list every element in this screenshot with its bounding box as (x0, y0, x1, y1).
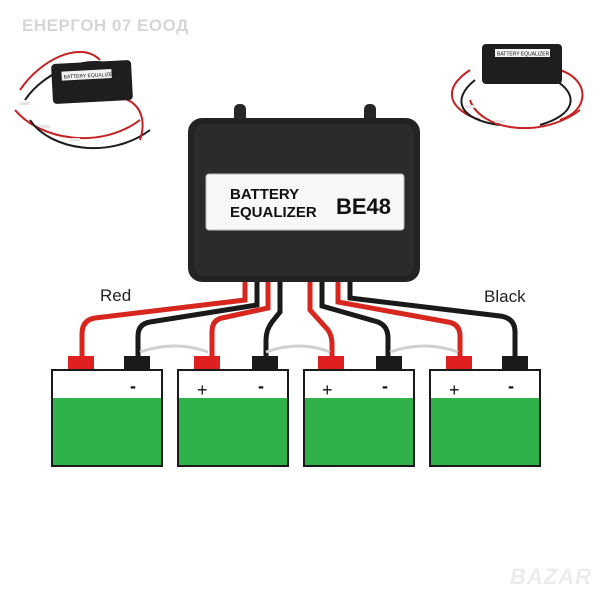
battery-equalizer-device: BATTERY EQUALIZER BE48 (188, 104, 420, 282)
battery-1: - (51, 356, 163, 467)
terminal-negative (124, 356, 150, 370)
negative-sign: - (258, 376, 264, 396)
electrolyte-fill (179, 398, 287, 465)
device-label-plate (205, 173, 405, 231)
product-thumbnail-left: BATTERY EQUALIZER (14, 50, 151, 150)
wire-black-3 (319, 279, 391, 361)
terminal-negative (252, 356, 278, 370)
terminal-positive (194, 356, 220, 370)
wire-red-3 (307, 279, 335, 361)
wire-red-1 (79, 279, 248, 361)
device-model: BE48 (336, 194, 391, 219)
terminal-positive (68, 356, 94, 370)
terminal-positive (446, 356, 472, 370)
wire-black-4 (347, 279, 518, 361)
positive-sign: + (197, 380, 208, 400)
wire-harness (79, 279, 518, 361)
wire-black-1 (135, 279, 260, 361)
device-label-line2: EQUALIZER (230, 204, 317, 221)
wire-red-4 (335, 279, 463, 361)
thumb-right-label: BATTERY EQUALIZER (497, 52, 550, 58)
electrolyte-fill (53, 398, 161, 465)
wire-label-black: Black (484, 287, 526, 306)
terminal-negative (376, 356, 402, 370)
thumb-left-label: BATTERY EQUALIZER (64, 72, 117, 81)
product-thumbnail-right: BATTERY EQUALIZER (450, 44, 584, 130)
battery-4: + - (429, 356, 541, 467)
negative-sign: - (130, 376, 136, 396)
electrolyte-fill (431, 398, 539, 465)
watermark-text: ЕНЕРГОН 07 ЕООД (22, 16, 189, 35)
wire-label-red: Red (100, 286, 131, 305)
device-label-line1: BATTERY (230, 186, 299, 203)
wire-black-2 (263, 279, 283, 361)
positive-sign: + (449, 380, 460, 400)
wire-red-2 (209, 279, 271, 361)
terminal-positive (318, 356, 344, 370)
negative-sign: - (508, 376, 514, 396)
bazar-logo: BAZAR (510, 564, 592, 589)
electrolyte-fill (305, 398, 413, 465)
series-jumpers (139, 344, 459, 354)
terminal-negative (502, 356, 528, 370)
negative-sign: - (382, 376, 388, 396)
battery-2: + - (177, 356, 289, 467)
battery-3: + - (303, 356, 415, 467)
positive-sign: + (322, 380, 333, 400)
